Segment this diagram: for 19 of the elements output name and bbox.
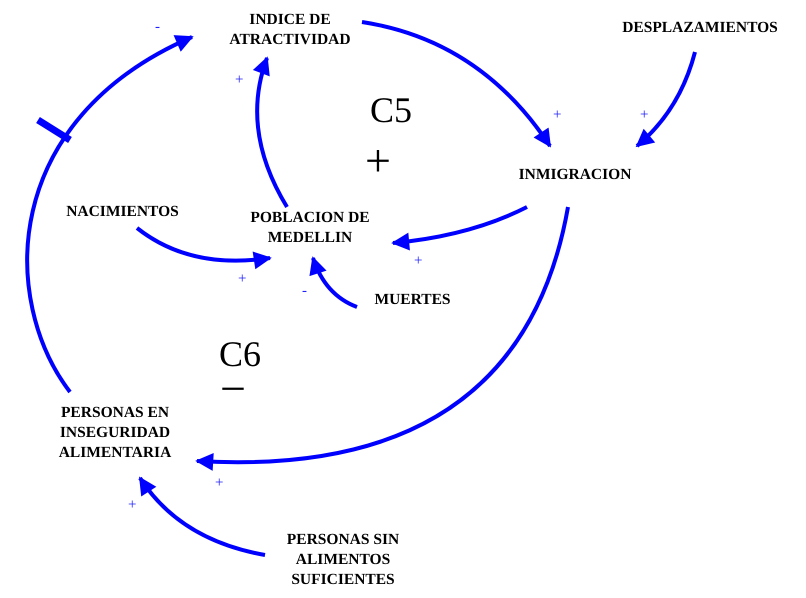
polarity-sign: -: [155, 20, 160, 34]
variable-label: DESPLAZAMIENTOS: [595, 18, 805, 38]
polarity-sign: +: [215, 476, 224, 490]
polarity-sign: -: [302, 284, 307, 298]
polarity-sign: +: [553, 108, 562, 122]
variable-label: MUERTES: [355, 290, 470, 310]
variable-label: NACIMIENTOS: [40, 202, 205, 222]
variable-label: INMIGRACION: [490, 165, 660, 185]
polarity-sign: +: [640, 108, 648, 122]
variable-label: POBLACION DE MEDELLIN: [225, 208, 395, 248]
polarity-sign: +: [238, 272, 246, 286]
loop-label: C5: [370, 92, 412, 128]
variable-label: INDICE DE ATRACTIVIDAD: [215, 10, 365, 50]
polarity-sign: +: [414, 254, 422, 268]
polarity-sign: +: [235, 73, 244, 87]
polarity-sign: +: [128, 498, 136, 512]
variable-label: PERSONAS SIN ALIMENTOS SUFICIENTES: [258, 530, 428, 590]
loop-polarity: +: [365, 138, 391, 184]
variable-label: PERSONAS EN INSEGURIDAD ALIMENTARIA: [20, 403, 210, 463]
